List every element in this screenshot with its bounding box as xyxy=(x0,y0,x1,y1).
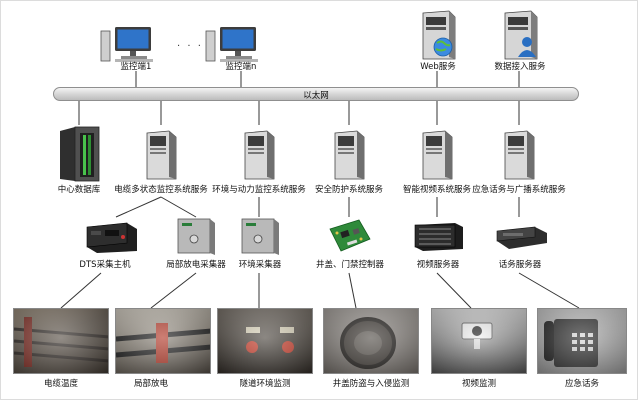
database-label: 中心数据库 xyxy=(57,185,101,195)
workstation-n-label: 监控端n xyxy=(225,62,257,72)
partial-discharge-label: 局部放电 xyxy=(133,379,169,389)
web-server-label: Web服务 xyxy=(420,62,456,72)
manhole-photo xyxy=(323,308,419,374)
collector-box-icon xyxy=(177,218,215,255)
ethernet-bus-label: 以太网 xyxy=(303,91,329,101)
voice-server-icon xyxy=(496,226,547,249)
cable-service-label: 电缆多状态监控系统服务 xyxy=(114,185,208,195)
security-service-label: 安全防护系统服务 xyxy=(314,185,384,195)
access-server-icon xyxy=(504,10,538,60)
link-cable-to-dts xyxy=(115,196,162,218)
camera-photo xyxy=(431,308,527,374)
video-service-label: 智能视频系统服务 xyxy=(402,185,472,195)
access-controller-label: 井盖、门禁控制器 xyxy=(315,260,385,270)
access-server-label: 数据接入服务 xyxy=(494,62,546,72)
env-collector-label: 环境采集器 xyxy=(238,260,282,270)
tunnel-environment-label: 隧道环境监测 xyxy=(239,379,291,389)
link-controller-to-photo xyxy=(348,272,357,309)
video-server-label: 视频服务器 xyxy=(416,260,460,270)
voice-service-label: 应急话务与广播系统服务 xyxy=(472,185,566,195)
dts-host-icon xyxy=(86,222,137,253)
server-tower-icon xyxy=(146,130,177,180)
video-server-icon xyxy=(414,223,463,251)
dts-host-label: DTS采集主机 xyxy=(79,260,131,270)
server-tower-icon xyxy=(422,130,453,180)
circuit-board-icon xyxy=(329,219,371,252)
cable-tunnel-photo xyxy=(13,308,109,374)
pd-collector-label: 局部放电采集器 xyxy=(166,260,226,270)
link-voiceserver-to-photo xyxy=(518,272,580,309)
link-pd-to-photo xyxy=(150,272,197,309)
ellipsis: · · · xyxy=(177,41,203,52)
discharge-photo xyxy=(115,308,211,374)
database-rack-icon xyxy=(60,126,100,182)
server-tower-icon xyxy=(334,130,365,180)
cable-temperature-label: 电缆温度 xyxy=(43,379,79,389)
workstation-1-label: 监控端1 xyxy=(120,62,152,72)
link-cable-to-pd xyxy=(160,196,197,218)
server-tower-icon xyxy=(504,130,535,180)
emergency-phone-label: 应急话务 xyxy=(564,379,600,389)
web-server-icon xyxy=(422,10,456,60)
workstation-icon xyxy=(205,27,258,62)
voice-server-label: 话务服务器 xyxy=(498,260,542,270)
video-monitoring-label: 视频监测 xyxy=(461,379,497,389)
collector-box-icon xyxy=(241,218,279,255)
workstation-icon xyxy=(100,27,153,62)
env-service-label: 环境与动力监控系统服务 xyxy=(212,185,306,195)
phone-photo xyxy=(537,308,627,374)
manhole-intrusion-label: 井盖防盗与入侵监测 xyxy=(332,379,410,389)
link-dts-to-photo xyxy=(60,272,102,309)
tunnel-sensor-photo xyxy=(217,308,313,374)
link-videoserver-to-photo xyxy=(436,272,472,309)
ethernet-bus: 以太网 xyxy=(53,87,579,101)
server-tower-icon xyxy=(244,130,275,180)
